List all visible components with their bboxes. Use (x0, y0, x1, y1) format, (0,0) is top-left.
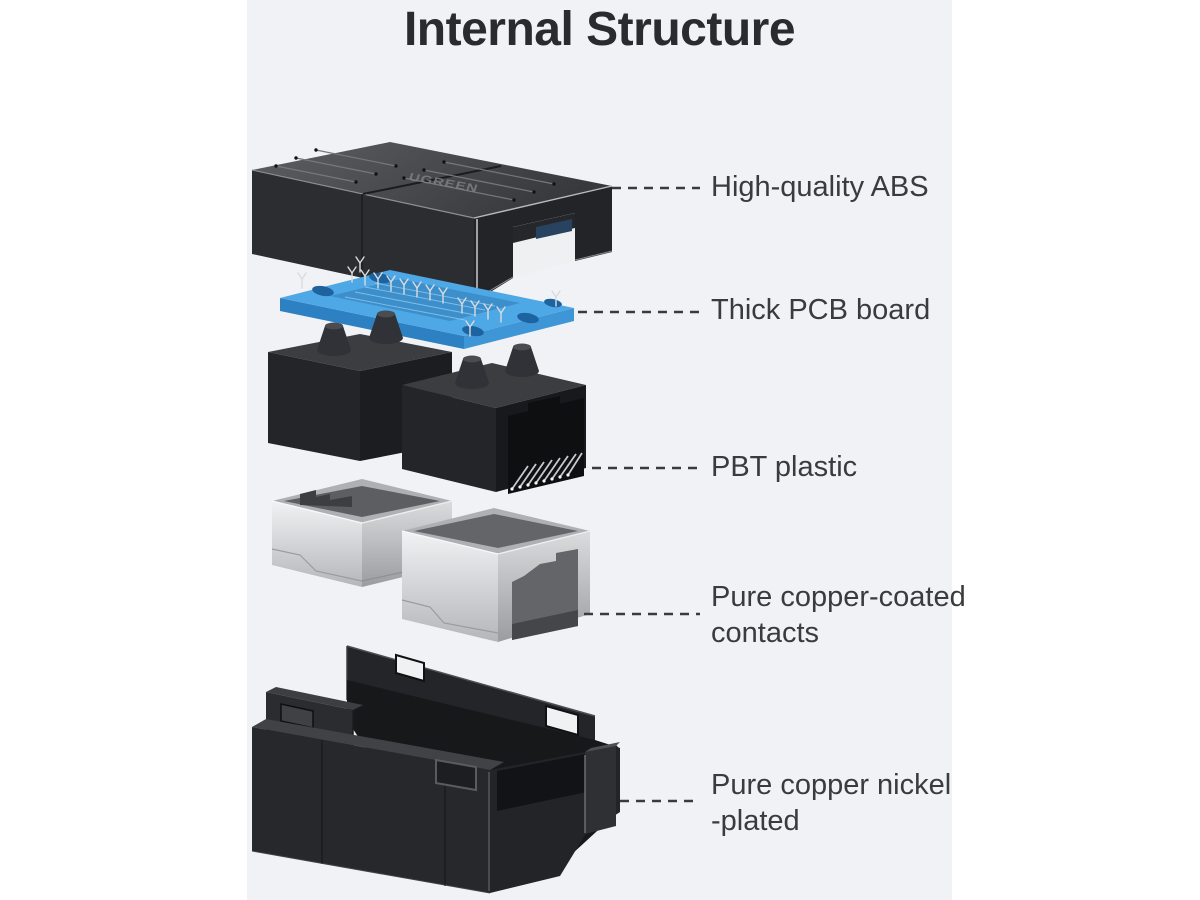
pbt-cone (317, 310, 403, 356)
abs-cutout-connector (536, 219, 572, 239)
rj45-pin-tips (510, 473, 570, 491)
rj45-port-key-notch (528, 396, 560, 411)
tray-right-post-top (585, 742, 620, 752)
shield-right-interior (414, 514, 578, 548)
tray-wall-top-edge (346, 645, 596, 717)
tray-right-wall-slot (545, 704, 579, 737)
shield-part (271, 479, 591, 642)
abs-cover-part: UGREEN (251, 142, 613, 302)
pbt-left-front (268, 352, 360, 461)
shield-right-front (402, 531, 498, 642)
shield-rim-highlight (361, 500, 453, 524)
tray-right-recess (497, 751, 601, 811)
pcb-board-part (280, 256, 574, 349)
abs-right-face (474, 186, 612, 302)
pcb-screw-holes (312, 272, 562, 337)
tray-bottom-edge (251, 850, 491, 894)
callout-label-pcb: Thick PCB board (711, 294, 931, 326)
shield-left-inner-cutout (300, 490, 352, 507)
abs-leg-edge (574, 250, 613, 261)
pbt-left-top (268, 334, 452, 371)
tray-top-strip (252, 719, 504, 770)
callout-label-pbt: PBT plastic (711, 451, 858, 483)
tray-front-face (252, 727, 490, 893)
pbt-right-front (402, 385, 496, 492)
abs-groove-dots (274, 148, 556, 202)
abs-top-grooves (275, 149, 555, 201)
page-title: Internal Structure (403, 3, 796, 56)
shield-rim-highlight (401, 530, 499, 555)
callout-label-base: Pure copper nickel -plated (711, 769, 952, 837)
pcb-right-edge (464, 308, 574, 349)
pbt-cone (455, 343, 539, 389)
pcb-front-edge (280, 298, 464, 349)
shield-left-interior (284, 486, 440, 517)
shield-left-front (272, 501, 362, 587)
tray-left-wall-top (266, 687, 363, 710)
shield-cutout-floor (512, 610, 578, 640)
abs-top-seam (362, 165, 502, 195)
shield-rim-highlight (497, 530, 591, 555)
pcb-traces (344, 282, 496, 321)
shield-chamfer-line (401, 599, 499, 634)
abs-front-face (252, 170, 474, 302)
shield-rim-highlight (271, 500, 363, 524)
callout-lines (578, 186, 704, 803)
callout-label-contacts: Pure copper-coated contacts (711, 581, 966, 649)
tray-right-post (585, 745, 616, 834)
shield-chamfer-line (271, 548, 363, 582)
pbt-right-top (402, 363, 586, 408)
rj45-port-pins (511, 452, 583, 490)
tray-back-wall-slot (395, 653, 425, 683)
base-shell-part (251, 645, 620, 894)
callout-label-abs: High-quality ABS (711, 171, 929, 203)
pbt-housing-part (268, 310, 586, 494)
abs-edge-highlight (473, 185, 613, 219)
tray-front-detail-rect (435, 758, 477, 792)
